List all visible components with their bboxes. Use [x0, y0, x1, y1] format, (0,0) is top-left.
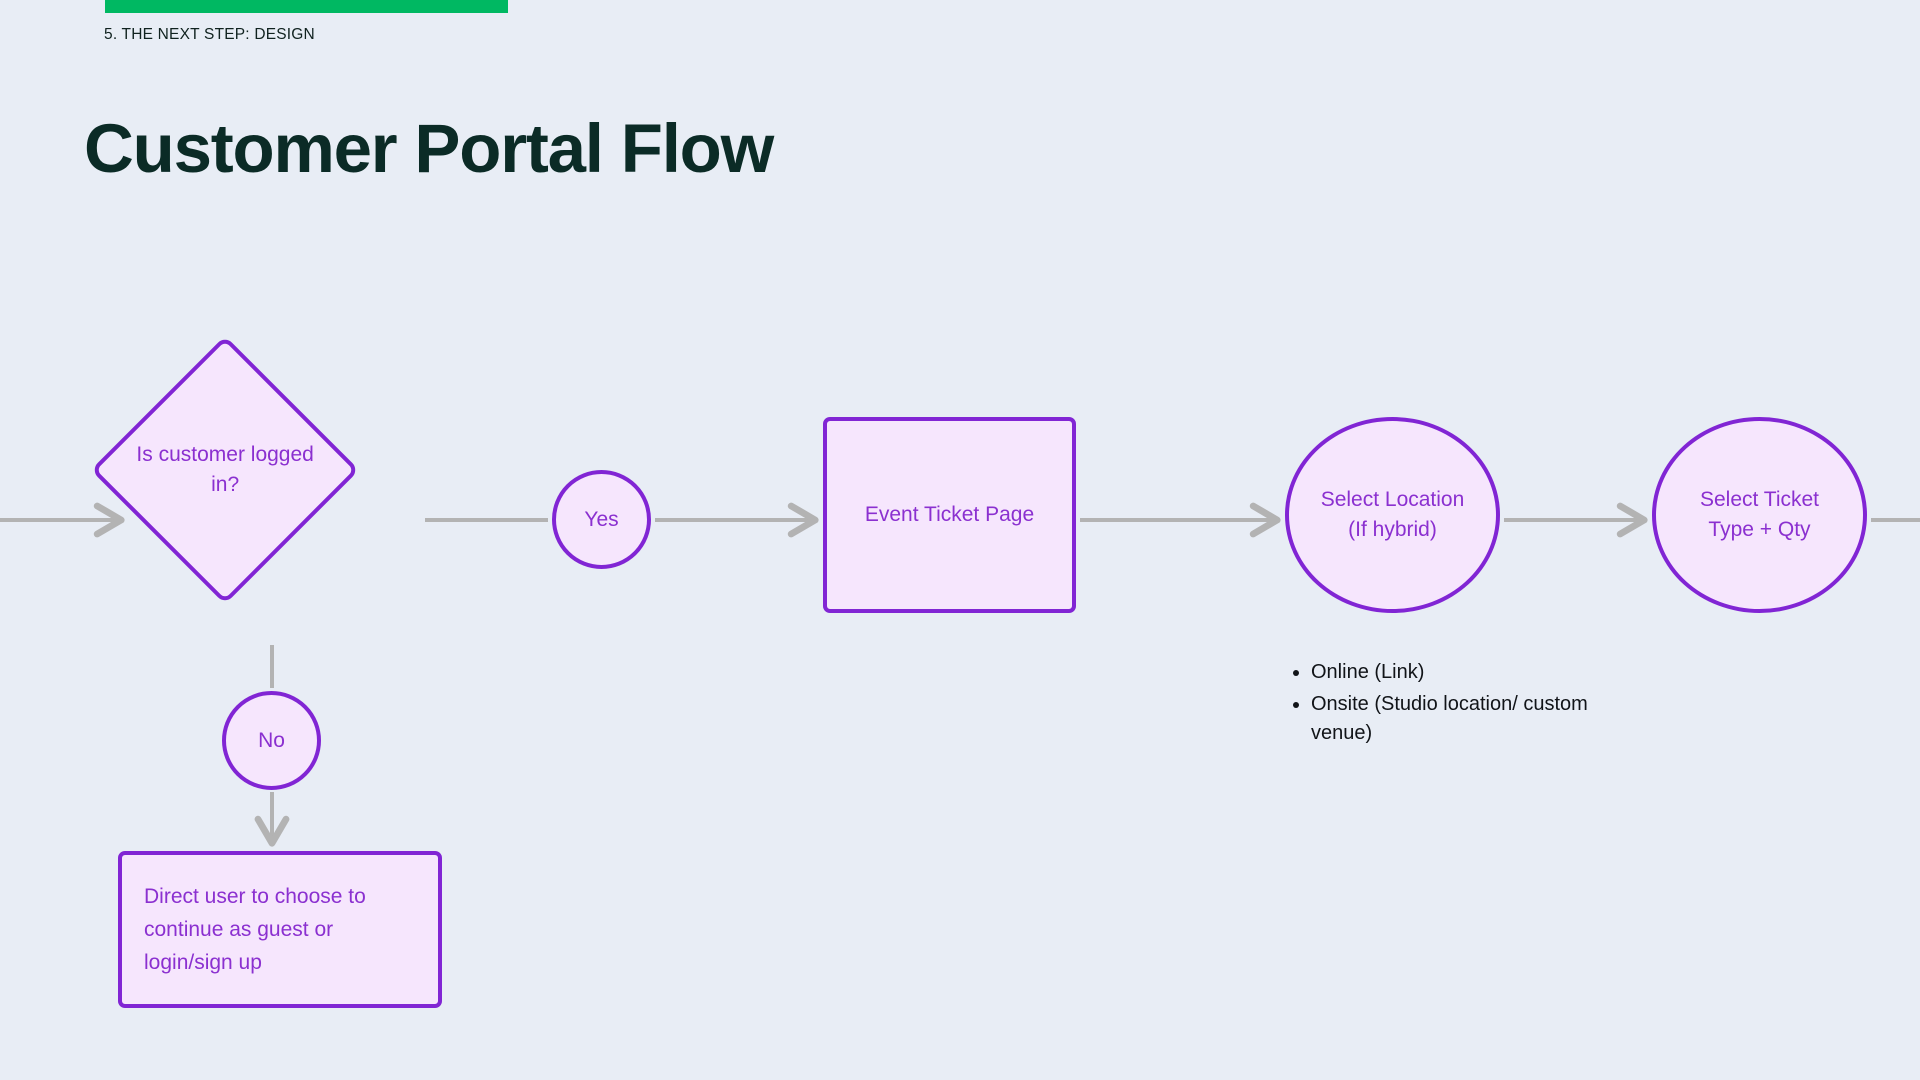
node-label: Is customer logged in? [136, 443, 314, 496]
page-title: Customer Portal Flow [84, 110, 774, 187]
node-select-ticket-type-qty[interactable]: Select Ticket Type + Qty [1652, 417, 1867, 613]
node-label: Event Ticket Page [864, 503, 1035, 527]
node-select-location[interactable]: Select Location (If hybrid) [1285, 417, 1500, 613]
location-options-list: Online (Link) Onsite (Studio location/ c… [1285, 658, 1641, 751]
accent-bar [105, 0, 508, 13]
node-direct-user-guest-or-login[interactable]: Direct user to choose to continue as gue… [118, 851, 442, 1008]
node-no[interactable]: No [222, 691, 321, 790]
node-label: No [258, 728, 285, 752]
section-eyebrow: 5. THE NEXT STEP: DESIGN [104, 26, 315, 43]
node-yes[interactable]: Yes [552, 470, 651, 569]
list-item: Online (Link) [1311, 658, 1641, 688]
node-label: Select Location (If hybrid) [1320, 488, 1465, 541]
node-label: Select Ticket Type + Qty [1699, 488, 1820, 541]
node-event-ticket-page[interactable]: Event Ticket Page [823, 417, 1076, 613]
node-label: Direct user to choose to continue as gue… [144, 884, 366, 975]
node-is-customer-logged-in[interactable]: Is customer logged in? [90, 335, 360, 605]
list-item: Onsite (Studio location/ custom venue) [1311, 690, 1641, 749]
node-label: Yes [584, 507, 619, 531]
